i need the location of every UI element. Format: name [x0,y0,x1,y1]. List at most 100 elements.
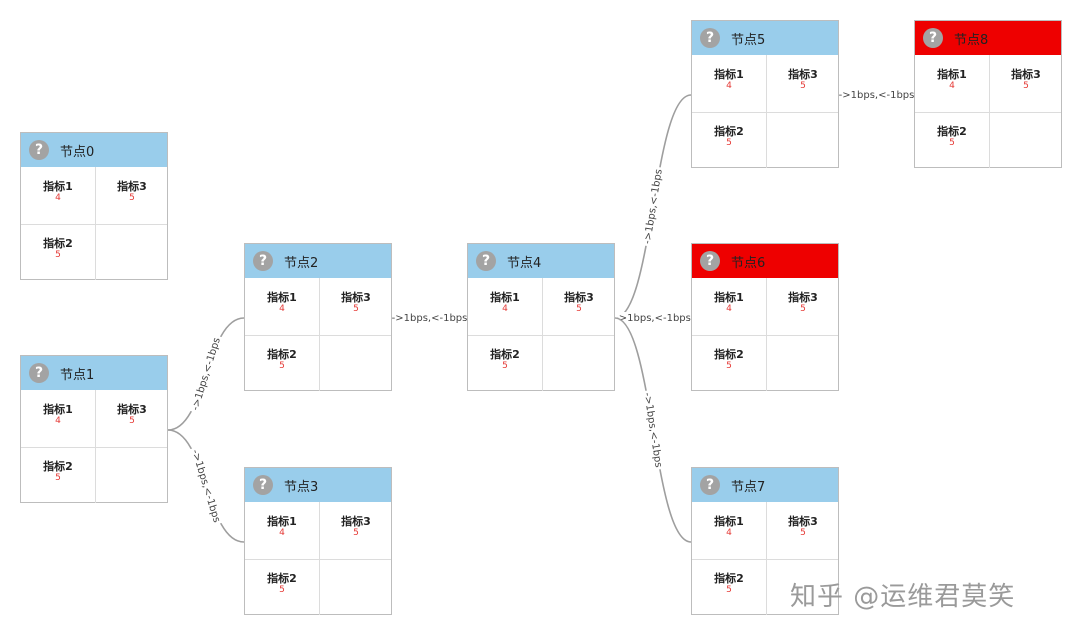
metric-value: 5 [502,361,508,371]
metric-value: 5 [129,193,135,203]
metric-label: 指标1 [43,180,73,193]
metric-value: 5 [55,473,61,483]
node-header[interactable]: ? 节点4 [468,244,614,278]
metric-label: 指标3 [564,291,594,304]
node-header[interactable]: ? 节点8 [915,21,1061,55]
grid-divider [468,335,614,336]
metric-label: 指标3 [788,291,818,304]
node-header[interactable]: ? 节点5 [692,21,838,55]
metric-label: 指标1 [267,515,297,528]
link-label-background [613,312,693,325]
question-icon[interactable]: ? [700,251,720,271]
metric-label: 指标2 [714,572,744,585]
node-header[interactable]: ?节点3 [245,468,391,502]
question-icon[interactable]: ? [253,475,273,495]
metric-value: 4 [279,528,285,538]
node-title: 节点2 [284,255,319,271]
node-title: 节点5 [731,32,766,48]
grid-divider [95,390,96,503]
metric-value: 4 [502,304,508,314]
metric-value: 5 [279,361,285,371]
question-icon[interactable]: ? [29,363,49,383]
node-title: 节点7 [731,479,766,495]
metric-value: 5 [726,361,732,371]
metric-label: 指标3 [1011,68,1041,81]
metric-label: 指标2 [43,460,73,473]
grid-divider [692,335,838,336]
metric-label: 指标3 [788,68,818,81]
grid-divider [245,559,391,560]
link-label: ->1bps,<-1bps [641,392,663,468]
metric-label: 指标2 [490,348,520,361]
node-header[interactable]: ?节点0 [21,133,167,167]
metric-label: 指标2 [267,572,297,585]
metric-value: 5 [576,304,582,314]
grid-divider [21,224,167,225]
link-label-background [389,312,470,325]
metric-value: 5 [800,528,806,538]
grid-divider [319,278,320,391]
metric-value: 5 [800,304,806,314]
metric-value: 5 [726,585,732,595]
link-label-background [188,334,225,415]
node-title: 节点8 [954,32,989,48]
metric-value: 4 [55,193,61,203]
grid-divider [319,502,320,615]
metric-value: 5 [279,585,285,595]
grid-divider [915,112,1061,113]
link-label-background [187,446,224,527]
grid-divider [21,447,167,448]
node-header[interactable]: ?节点1 [21,356,167,390]
grid-divider [766,55,767,168]
link-label: ->1bps,<-1bps [190,336,223,412]
node-header[interactable]: ? 节点2 [245,244,391,278]
question-icon[interactable]: ? [700,475,720,495]
node-header[interactable]: ? 节点6 [692,244,838,278]
grid-divider [989,55,990,168]
metric-label: 指标3 [341,291,371,304]
question-icon[interactable]: ? [29,140,49,160]
question-icon[interactable]: ? [476,251,496,271]
metric-value: 4 [726,304,732,314]
link-label-background [836,89,917,102]
metric-value: 5 [55,250,61,260]
node-header[interactable]: ? 节点7 [692,468,838,502]
question-icon[interactable]: ? [253,251,273,271]
node-title: 节点6 [731,255,766,271]
question-icon[interactable]: ? [923,28,943,48]
node-title: 节点4 [507,255,542,271]
metric-label: 指标2 [267,348,297,361]
grid-divider [766,278,767,391]
metric-label: 指标3 [341,515,371,528]
grid-divider [692,559,838,560]
question-icon[interactable]: ? [700,28,720,48]
